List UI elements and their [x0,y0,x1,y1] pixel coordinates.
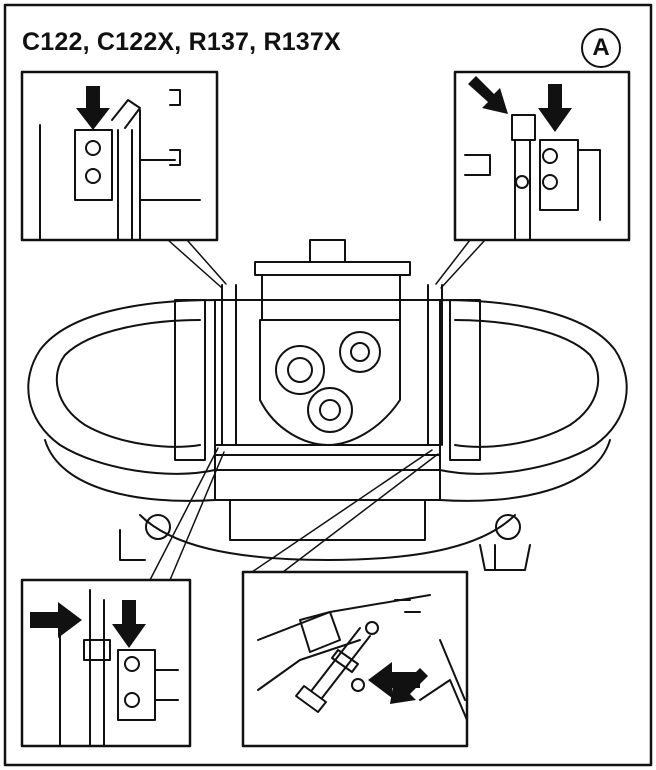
deck-front-lip [44,439,611,502]
callout-top-left [20,70,219,242]
clevis [511,114,536,141]
figure-badge: A [581,28,621,68]
leader-bottom-center [251,449,433,573]
leader-top-left [167,239,223,289]
arrow-diagonal-icon [468,76,508,114]
bracket-block [117,649,156,721]
bracket-block [539,139,579,211]
deck-left-inner [55,319,201,448]
wheel-front-right-bracket [479,544,531,571]
deck-skirt [229,499,426,541]
deck-rail [214,444,441,456]
wheel-front-right [495,514,521,540]
leader-top-right [435,239,471,285]
outer-border [3,3,653,767]
deck-right-shell [439,299,628,475]
arrow-down-icon [538,84,572,132]
callout-bottom-left [20,578,192,748]
mount-plate [299,611,341,653]
deck-bottom-curve [139,514,516,561]
figure-title: C122, C122X, R137, R137X [22,28,341,56]
pulley-left [275,345,325,395]
pulley-right [339,331,381,373]
hanger-right [427,284,443,446]
pulley-center [307,387,353,433]
lift-rod [89,589,105,747]
lift-rod [117,129,133,241]
arrow-down-icon [112,600,146,648]
arrow-left-icon [368,662,420,698]
callout-top-right [453,70,631,242]
bracket-block [74,129,113,201]
leader-lines [149,239,486,581]
mower-deck [27,239,628,571]
hanger-left [221,284,237,446]
belt-cover [259,319,401,446]
deck-left-shell [27,299,216,475]
deck-top-bracket [254,261,411,276]
leader-bottom-left [149,447,219,581]
callout-bottom-center [241,570,469,748]
deck-left-pad [174,299,206,461]
deck-right-pad [449,299,481,461]
arrow-right-icon [30,602,82,638]
wheel-front-left [145,514,171,540]
deck-right-inner [454,319,600,448]
arrow-down-icon [76,86,110,130]
lift-rod [514,139,531,241]
